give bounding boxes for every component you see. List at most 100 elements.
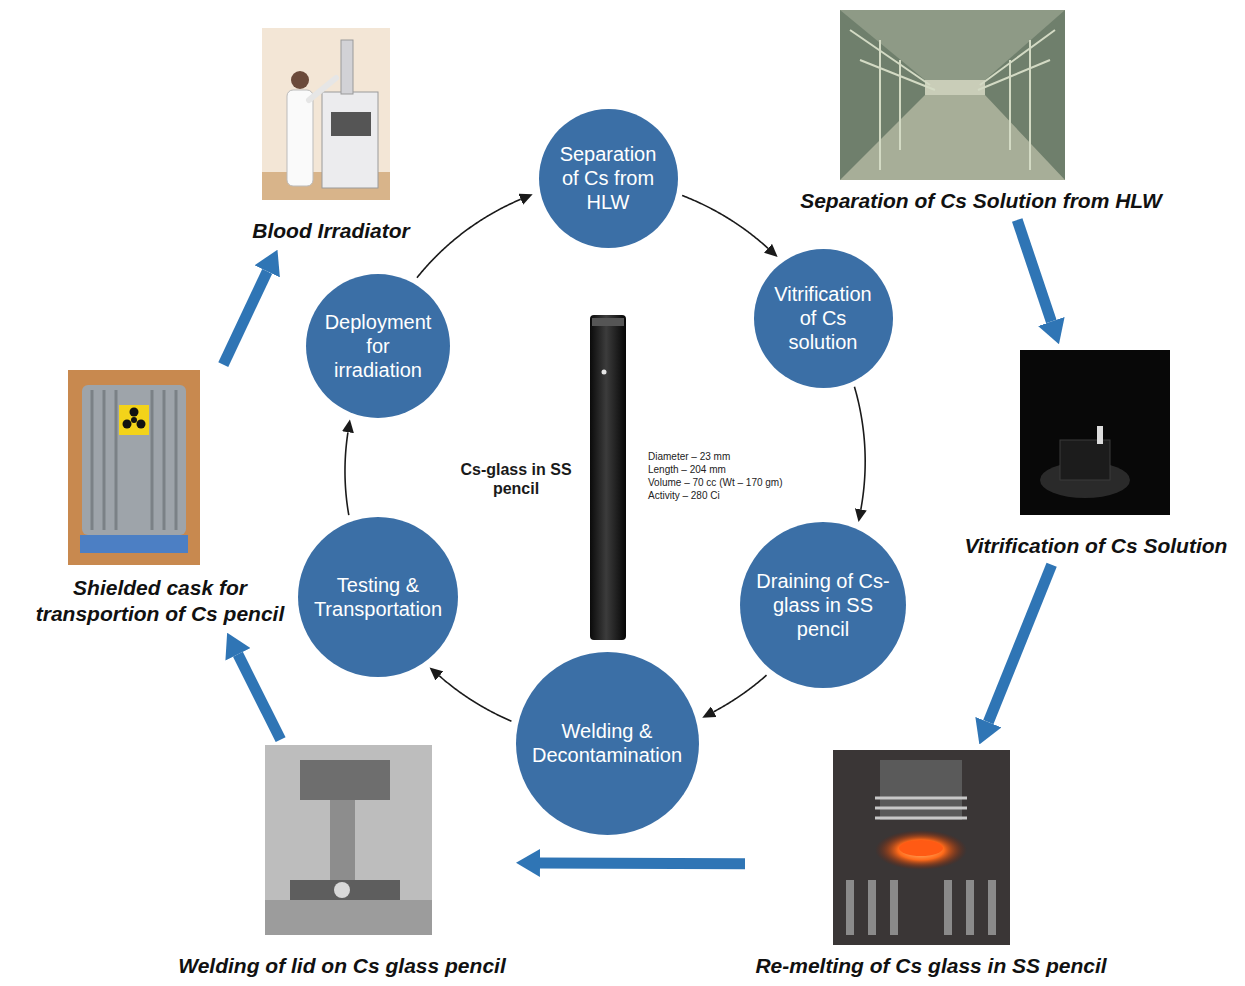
cycle-arrow xyxy=(417,199,521,277)
cycle-arrow xyxy=(854,387,865,510)
photo-ground xyxy=(840,10,1065,180)
furnace-head xyxy=(880,760,962,820)
flow-arrow xyxy=(540,857,745,869)
text-block: Testing & Transportation xyxy=(308,573,448,621)
process-circle: Vitrification of Cs solution xyxy=(754,249,893,388)
flow-arrow xyxy=(223,271,267,364)
welding-photo xyxy=(265,745,432,935)
ss-pencil xyxy=(590,315,626,640)
cycle-arrow xyxy=(682,195,768,248)
welding-table xyxy=(290,880,400,900)
text-block: Draining of Cs-glass in SS pencil xyxy=(755,569,891,641)
photo-caption: Re-melting of Cs glass in SS pencil xyxy=(755,953,1106,979)
pencil-lid xyxy=(592,318,624,326)
photo-caption: Separation of Cs Solution from HLW xyxy=(800,188,1162,214)
process-circle: Welding & Decontamination xyxy=(516,652,699,835)
glow xyxy=(875,830,967,870)
cell-piping xyxy=(850,30,1055,170)
flow-arrow xyxy=(988,565,1051,722)
irradiator-body xyxy=(322,92,378,188)
pencil-holders xyxy=(850,880,992,935)
cask-fins xyxy=(92,390,176,530)
irradiator-panel xyxy=(331,112,371,136)
photo-panel: Blood Irradiator xyxy=(248,28,414,244)
photo-panel: Re-melting of Cs glass in SS pencil xyxy=(751,750,1111,979)
step-label: Welding & Decontamination xyxy=(525,719,689,767)
far-wall xyxy=(925,80,985,95)
text-block: Vitrification of Cs Solution xyxy=(965,533,1228,559)
operator-arm xyxy=(309,78,336,100)
cask-body xyxy=(82,385,186,535)
spec-value: Volume – 70 cc (Wt – 170 gm) xyxy=(648,477,783,489)
photo-ground xyxy=(265,745,432,935)
step-label: Deployment for irradiation xyxy=(323,310,433,382)
text-block: Separation of Cs from HLW xyxy=(556,142,660,214)
trefoil-blade xyxy=(123,420,132,429)
cell-ceiling xyxy=(840,10,1065,80)
bench xyxy=(265,900,432,935)
photo-panel: Vitrification of Cs Solution xyxy=(961,350,1232,559)
text-block: Blood Irradiator xyxy=(252,218,410,244)
welding-head xyxy=(300,760,390,800)
circle-fill xyxy=(754,249,893,388)
irradiator-column xyxy=(341,40,353,94)
flow-arrow xyxy=(1017,220,1051,322)
text-block: Welding of lid on Cs glass pencil xyxy=(178,953,505,979)
photo-panel: Separation of Cs Solution from HLW xyxy=(796,10,1166,214)
cycle-arrow xyxy=(345,432,349,515)
operator-head xyxy=(291,71,309,89)
cask-plate xyxy=(80,535,188,553)
photo-ground xyxy=(1020,350,1170,515)
text-block: Re-melting of Cs glass in SS pencil xyxy=(755,953,1106,979)
circle-outline xyxy=(516,652,699,835)
photo-caption: Blood Irradiator xyxy=(252,218,410,244)
circle-fill xyxy=(306,274,450,418)
shielded-cask-photo xyxy=(68,370,200,565)
spec-value: Diameter – 23 mm xyxy=(648,451,730,463)
process-circle: Deployment for irradiation xyxy=(306,274,450,418)
circle-outline xyxy=(298,517,458,677)
trefoil-blade xyxy=(137,420,146,429)
trefoil-blade xyxy=(130,408,139,417)
blood-irradiator-photo xyxy=(262,28,390,200)
pencil-lid xyxy=(334,882,350,898)
pencil-label: Cs-glass in SS pencil xyxy=(460,460,572,498)
spec-value: Activity – 280 Ci xyxy=(648,490,720,502)
molten-glass xyxy=(899,840,943,856)
photo-ground xyxy=(68,370,200,565)
text-block: Separation of Cs Solution from HLW xyxy=(800,188,1162,214)
process-circle: Separation of Cs from HLW xyxy=(539,109,678,248)
photo-caption: Welding of lid on Cs glass pencil xyxy=(178,953,505,979)
step-label: Vitrification of Cs solution xyxy=(771,282,875,354)
feed-nozzle xyxy=(1097,426,1103,444)
melter-pot xyxy=(1060,440,1110,480)
text-block: Welding & Decontamination xyxy=(525,719,689,767)
step-label: Testing & Transportation xyxy=(308,573,448,621)
photo-caption: Shielded cask for transportion of Cs pen… xyxy=(35,575,285,628)
radiation-sign xyxy=(119,405,149,435)
photo-ground xyxy=(833,750,1010,945)
photo-ground xyxy=(262,28,390,200)
circle-fill xyxy=(298,517,458,677)
photo-panel: Shielded cask for transportion of Cs pen… xyxy=(31,370,289,628)
flow-arrow xyxy=(238,654,281,739)
process-circle: Draining of Cs-glass in SS pencil xyxy=(740,522,906,688)
step-label: Draining of Cs-glass in SS pencil xyxy=(755,569,891,641)
circle-fill xyxy=(516,652,699,835)
welding-arm xyxy=(330,800,355,880)
step-label: Separation of Cs from HLW xyxy=(556,142,660,214)
cycle-arrow xyxy=(714,675,767,712)
hot-cell-photo xyxy=(840,10,1065,180)
photo-caption: Vitrification of Cs Solution xyxy=(965,533,1228,559)
circle-fill xyxy=(539,109,678,248)
text-block: Deployment for irradiation xyxy=(323,310,433,382)
photo-panel: Welding of lid on Cs glass pencil xyxy=(174,745,510,979)
pencil-glint xyxy=(602,370,607,375)
re-melting-photo xyxy=(833,750,1010,945)
cycle-arrow xyxy=(439,676,511,721)
induction-coil xyxy=(875,798,967,818)
cs-pencil-picture xyxy=(590,315,626,640)
spec-value: Length – 204 mm xyxy=(648,464,726,476)
cell-floor xyxy=(840,95,1065,180)
